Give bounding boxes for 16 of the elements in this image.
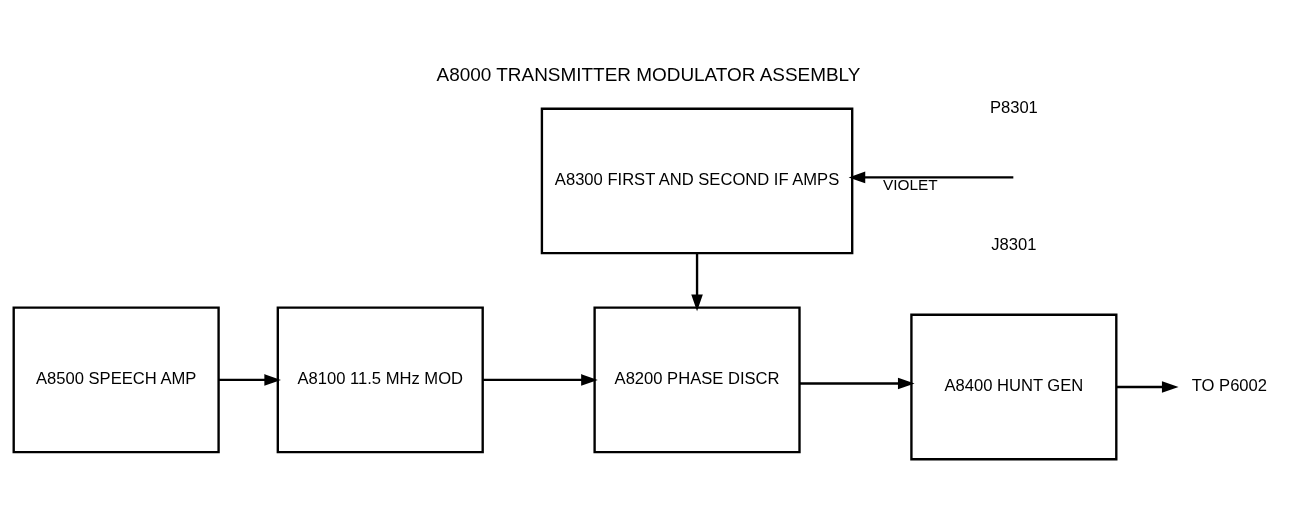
label: J8301 — [991, 234, 1037, 254]
arrow — [218, 373, 281, 386]
arrow — [799, 377, 915, 389]
node-box: A8500 SPEECH AMP — [12, 306, 220, 453]
arrow — [483, 373, 598, 386]
edge-label: VIOLET — [882, 175, 938, 193]
diagram-title: A8000 TRANSMITTER MODULATOR ASSEMBLY — [436, 63, 861, 85]
node-box: A8100 11.5 MHz MOD — [276, 306, 484, 453]
label: P8301 — [989, 97, 1038, 117]
arrow — [691, 252, 703, 311]
node-text: TO P6002 — [1191, 375, 1268, 395]
node-box: A8200 PHASE DISCR — [593, 306, 801, 453]
node-box: A8300 FIRST AND SECOND IF AMPS — [540, 107, 854, 254]
arrow — [1116, 380, 1179, 393]
arrow — [848, 171, 1014, 183]
node-box: A8400 HUNT GEN — [910, 313, 1118, 460]
